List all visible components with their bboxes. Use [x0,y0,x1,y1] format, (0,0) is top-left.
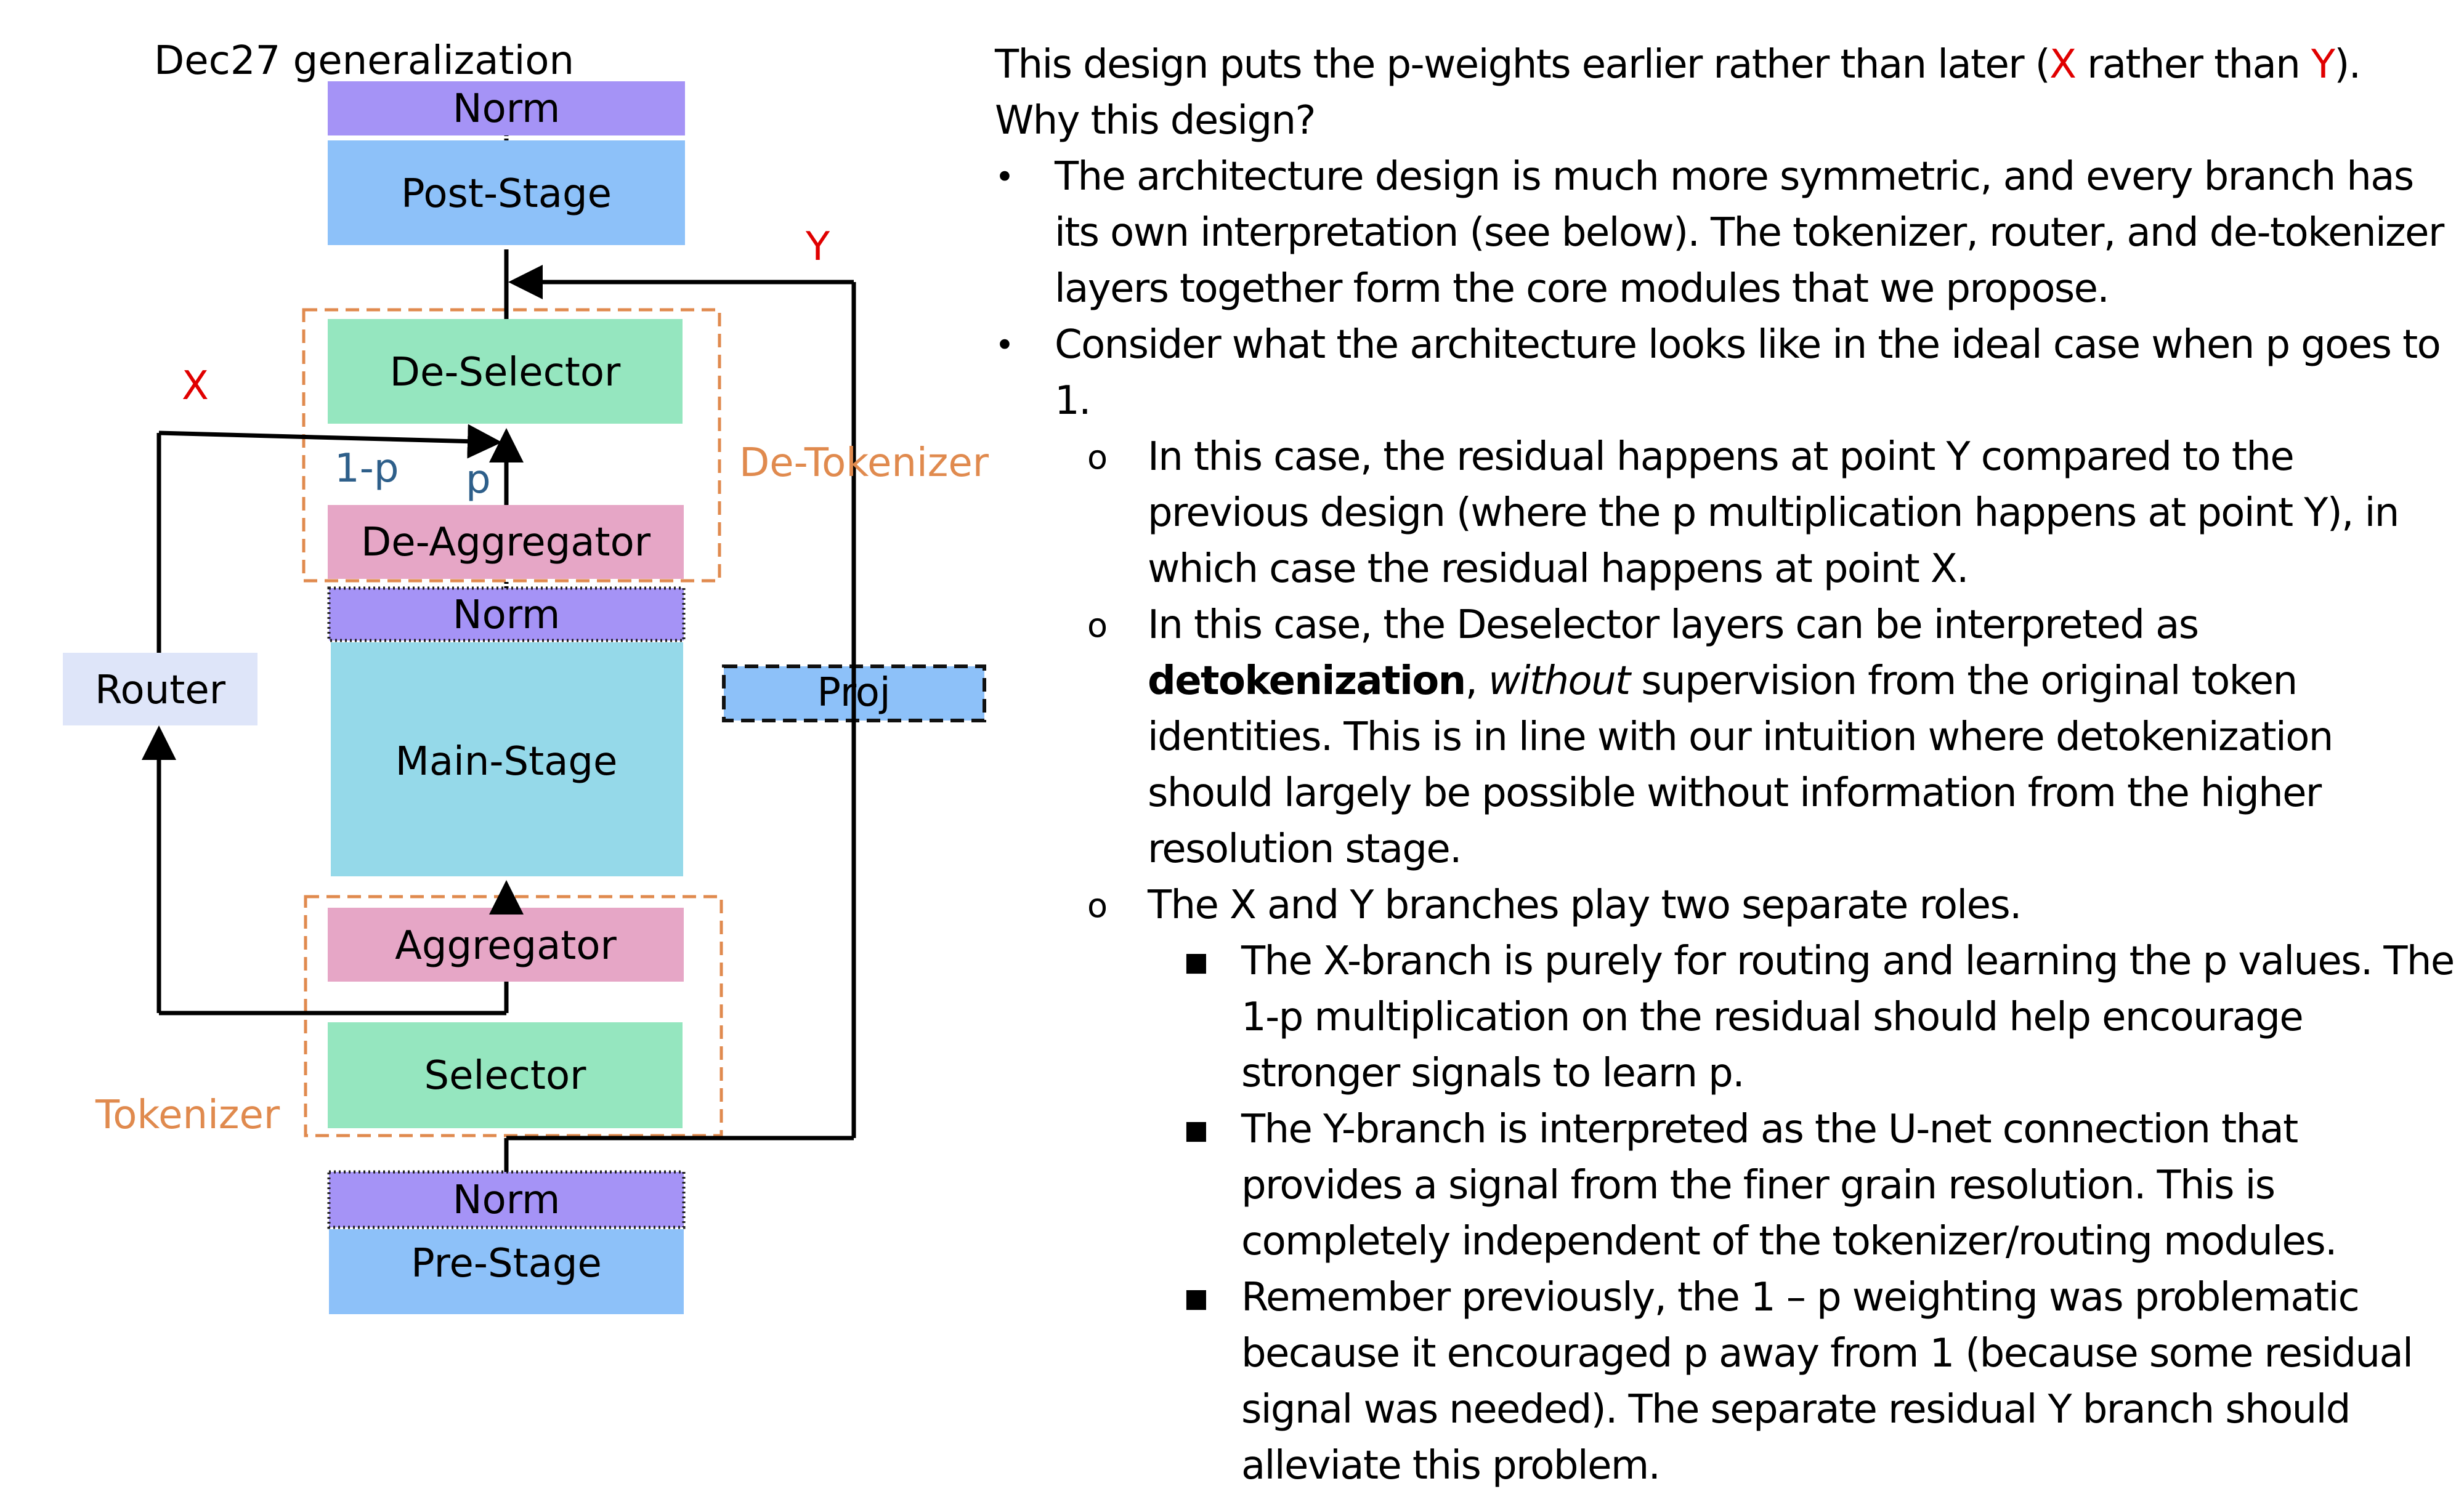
label-p: p [466,457,491,503]
intro-y: Y [2311,42,2335,87]
svg-text:Post-Stage: Post-Stage [401,171,612,217]
explanation-text: This design puts the p-weights earlier r… [995,37,2455,1494]
bullet-circle: o [1087,886,1108,925]
architecture-diagram: Dec27 generalization Norm Post-Stage De-… [63,38,989,1314]
de-tokenizer-group [302,308,721,583]
bullet-square: ■ [1184,1283,1209,1313]
sub-bullet-branches: o The X and Y branches play two separate… [995,878,2455,934]
intro-paragraph: This design puts the p-weights earlier r… [995,42,2361,143]
aggregator-box: Aggregator [328,908,684,982]
label-tokenizer: Tokenizer [95,1092,280,1138]
bullet-dot: • [995,326,1015,365]
svg-text:Norm: Norm [453,592,561,638]
bullet-circle: o [1087,606,1108,645]
sub-bullet-residual: o In this case, the residual happens at … [995,429,2455,597]
bullet-square: ■ [1184,947,1209,977]
bullet-dot: • [995,158,1015,196]
de-selector-box: De-Selector [328,319,683,424]
norm-mid-box: Norm [327,586,686,642]
bullet-ideal-case: • Consider what the architecture looks l… [995,317,2455,429]
subsub-bullet-x-branch: ■ The X-branch is purely for routing and… [995,934,2455,1102]
svg-text:Selector: Selector [424,1053,587,1099]
label-y: Y [805,224,830,270]
diagram-title: Dec27 generalization [154,38,574,84]
svg-text:Aggregator: Aggregator [395,923,617,969]
connection-lines [142,135,856,1172]
svg-text:Norm: Norm [453,1177,561,1223]
norm-top-box: Norm [328,81,685,135]
norm-bottom-box: Norm [327,1170,686,1229]
svg-text:De-Selector: De-Selector [390,350,621,395]
pre-stage-box: Pre-Stage [329,1229,684,1314]
svg-text:Norm: Norm [453,86,561,132]
de-aggregator-box: De-Aggregator [328,505,684,579]
subsub-bullet-y-branch: ■ The Y-branch is interpreted as the U-n… [995,1102,2455,1270]
intro-x: X [2049,42,2077,87]
label-x: X [182,363,209,409]
main-stage-box: Main-Stage [331,642,683,876]
bullet-symmetric: • The architecture design is much more s… [995,149,2455,317]
selector-box: Selector [328,1022,683,1128]
svg-text:Pre-Stage: Pre-Stage [411,1241,602,1286]
bullet-square: ■ [1184,1115,1209,1145]
post-stage-box: Post-Stage [328,140,685,245]
svg-text:De-Aggregator: De-Aggregator [361,520,651,565]
tokenizer-group [304,895,723,1137]
subsub-bullet-previous: ■ Remember previously, the 1 – p weighti… [995,1270,2455,1494]
router-box: Router [63,653,257,725]
svg-text:Main-Stage: Main-Stage [395,739,618,785]
label-one-minus-p: 1-p [334,446,399,491]
sub-bullet-deselector: o In this case, the Deselector layers ca… [995,597,2455,878]
bullet-circle: o [1087,438,1108,477]
svg-text:Router: Router [95,668,226,713]
label-de-tokenizer: De-Tokenizer [739,440,989,486]
